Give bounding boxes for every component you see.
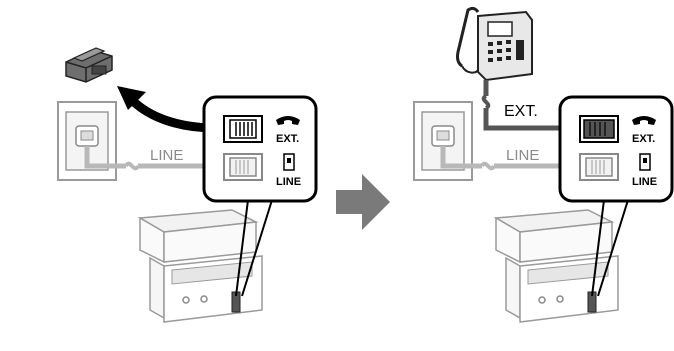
line-port-label: LINE (276, 176, 301, 188)
remove-cap-arrow (117, 86, 221, 133)
left-step-panel: LINE EXT. (57, 47, 318, 323)
handset-icon (632, 116, 656, 125)
ext-cable: EXT. (481, 80, 580, 131)
ext-port-covered (223, 115, 263, 143)
telephone-icon (456, 6, 533, 82)
printer (493, 209, 619, 323)
next-step-arrow-icon (336, 174, 390, 230)
wall-socket (413, 101, 473, 181)
handset-icon (276, 116, 300, 125)
line-port (579, 153, 619, 181)
line-cable: LINE (440, 146, 580, 171)
printer (137, 209, 263, 323)
cap-icon (65, 47, 113, 83)
right-step-panel: EXT. LINE (413, 6, 674, 323)
ext-port-label: EXT. (632, 133, 655, 145)
port-callout: EXT. LINE (202, 95, 318, 203)
line-jack-icon (283, 153, 295, 171)
line-label: LINE (150, 147, 183, 164)
line-jack-icon (639, 153, 651, 171)
line-port-label: LINE (632, 176, 657, 188)
ext-port-label: EXT. (276, 133, 299, 145)
port-callout: EXT. LINE (558, 95, 674, 203)
ext-cable-label: EXT. (504, 103, 538, 120)
line-label: LINE (506, 147, 539, 164)
wall-socket (57, 101, 117, 181)
line-port (223, 153, 263, 181)
ext-port-connected (579, 115, 619, 143)
